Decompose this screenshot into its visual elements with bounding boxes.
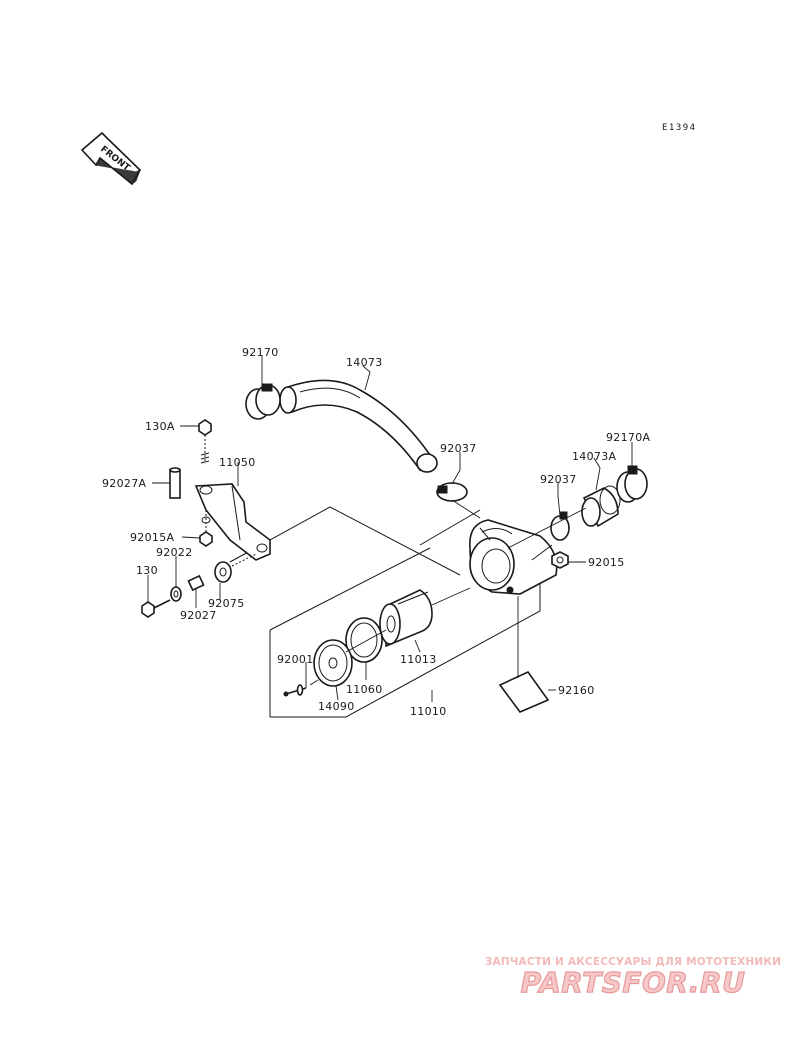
callout-92037-upper: 92037 (440, 442, 477, 455)
callout-92027a: 92027A (102, 477, 146, 490)
callout-92170a: 92170A (606, 431, 650, 444)
watermark: ЗАПЧАСТИ И АКСЕССУАРЫ ДЛЯ МОТОТЕХНИКИ PA… (478, 956, 788, 998)
bracket-11050 (194, 483, 271, 561)
gasket-ring-11060 (345, 617, 383, 663)
callout-14090: 14090 (318, 700, 355, 713)
watermark-tagline: ЗАПЧАСТИ И АКСЕССУАРЫ ДЛЯ МОТОТЕХНИКИ (484, 956, 782, 968)
cover-14090 (313, 639, 353, 687)
front-arrow-icon: FRONT (80, 131, 142, 186)
hose-clamp-92170 (245, 383, 281, 420)
screw-92001 (283, 684, 307, 697)
bolt-130a (198, 419, 212, 464)
callout-11060: 11060 (346, 683, 383, 696)
leader-lines (147, 356, 633, 702)
callout-11013: 11013 (400, 653, 437, 666)
callout-14073a: 14073A (572, 450, 616, 463)
collar-92027a (169, 467, 181, 499)
hose-clamp-92037-upper (436, 482, 468, 502)
nut-92015a (199, 510, 213, 547)
callout-92022: 92022 (156, 546, 193, 559)
diagram-code: E1394 (662, 123, 697, 133)
air-filter-housing (469, 519, 558, 595)
callout-92027: 92027 (180, 609, 217, 622)
grommet-92075 (214, 553, 257, 583)
hose-clamp-92037-lower (550, 511, 570, 541)
callout-11010: 11010 (410, 705, 447, 718)
callout-92037-lower: 92037 (540, 473, 577, 486)
intake-duct-14073a (581, 485, 621, 528)
callout-92015a: 92015A (130, 531, 174, 544)
washer-92022 (170, 586, 182, 602)
hose-clamp-92170a (616, 465, 648, 503)
collar-92027 (187, 574, 205, 592)
bolt-130 (141, 599, 171, 618)
callouts: 92170 14073 130A 11050 92027A 92037 9203… (102, 346, 650, 718)
callout-92075: 92075 (208, 597, 245, 610)
callout-92170: 92170 (242, 346, 279, 359)
label-92160 (498, 670, 550, 713)
intake-duct-14073 (279, 379, 438, 473)
callout-11050: 11050 (219, 456, 256, 469)
callout-92160: 92160 (558, 684, 595, 697)
callout-130: 130 (136, 564, 158, 577)
callout-130a: 130A (145, 420, 175, 433)
callout-92015: 92015 (588, 556, 625, 569)
callout-92001: 92001 (277, 653, 314, 666)
watermark-logo: PARTSFOR.RU (520, 966, 746, 999)
filter-element-11013 (379, 589, 433, 648)
nut-92015 (551, 551, 569, 569)
callout-14073: 14073 (346, 356, 383, 369)
